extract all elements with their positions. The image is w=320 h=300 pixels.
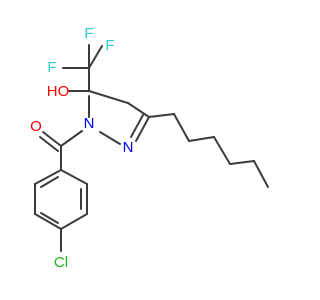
benzoyl-group <box>39 130 83 171</box>
bond-ring-inner-3 <box>40 176 59 188</box>
bond-ring-3 <box>60 213 88 230</box>
bond-hexyl-5 <box>229 160 255 165</box>
atom-f-right: F <box>105 37 114 54</box>
structure-diagram: F F F HO N N O Cl <box>30 25 269 271</box>
bond-hexyl-2 <box>173 113 190 142</box>
bond-hexyl-4 <box>213 136 231 165</box>
atom-f-top: F <box>84 25 93 42</box>
bond-hexyl-1 <box>148 113 175 118</box>
bond-c3-n2 <box>135 116 150 142</box>
bond-ring-6 <box>34 169 62 185</box>
atom-hydroxyl: HO <box>47 83 70 100</box>
bond-n2-n1 <box>99 131 121 145</box>
bond-cf3-f-right <box>88 45 103 69</box>
atom-f-left: F <box>47 59 56 76</box>
pyrazoline-ring <box>68 90 150 145</box>
bond-c3-n2-double <box>130 114 144 138</box>
hexyl-chain <box>148 113 269 188</box>
trifluoromethyl-group <box>62 44 103 92</box>
bond-carbonyl-o-double <box>39 136 59 152</box>
bond-hexyl-3 <box>188 136 215 142</box>
bond-hexyl-6 <box>253 160 269 188</box>
bond-n1-carbonyl <box>60 130 83 147</box>
bond-ring-1 <box>60 169 88 185</box>
molecule-canvas: F F F HO N N O Cl <box>30 24 269 271</box>
bond-ring-inner-2 <box>40 212 59 224</box>
bond-c4-c3 <box>127 102 150 118</box>
atom-nitrogen-2: N <box>123 139 134 156</box>
atom-chlorine: Cl <box>54 254 68 271</box>
bond-ring-4 <box>34 213 62 230</box>
bond-c5-c4 <box>88 90 129 104</box>
bond-carbonyl-o <box>42 131 62 147</box>
atom-carbonyl-oxygen: O <box>30 118 42 135</box>
chlorophenyl-ring <box>34 169 88 252</box>
atom-nitrogen-1: N <box>84 115 95 132</box>
